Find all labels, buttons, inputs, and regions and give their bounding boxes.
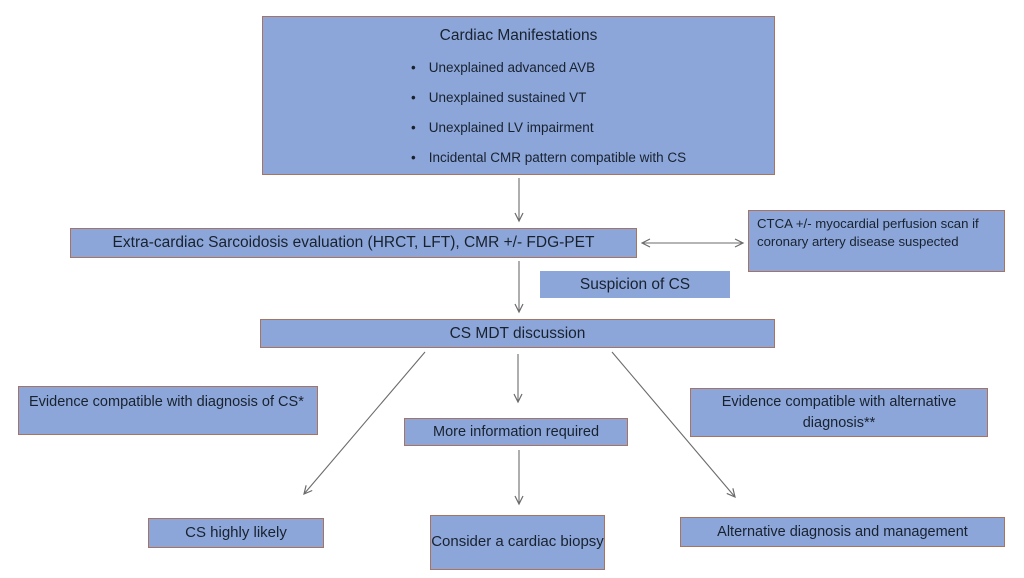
- bullet-icon: [411, 90, 416, 107]
- cardiac-manifestations-title: Cardiac Manifestations: [439, 27, 598, 44]
- list-item-label: Unexplained LV impairment: [428, 120, 594, 136]
- list-item: Unexplained advanced AVB: [411, 60, 774, 77]
- bullet-icon: [411, 150, 416, 167]
- node-evidence-alternative-diagnosis: Evidence compatible with alternative dia…: [690, 388, 988, 437]
- node-evidence-compatible-cs: Evidence compatible with diagnosis of CS…: [18, 386, 318, 435]
- node-extracardiac-evaluation: Extra-cardiac Sarcoidosis evaluation (HR…: [70, 228, 637, 258]
- list-item-label: Unexplained advanced AVB: [428, 60, 596, 76]
- list-item: Incidental CMR pattern compatible with C…: [411, 150, 774, 167]
- bullet-icon: [411, 60, 416, 77]
- arrow-mdt-to-cs-highly-likely: [303, 351, 426, 496]
- list-item-label: Unexplained sustained VT: [428, 90, 587, 106]
- node-cardiac-manifestations: Cardiac Manifestations Unexplained advan…: [262, 16, 775, 175]
- list-item: Unexplained sustained VT: [411, 90, 774, 107]
- node-alternative-diagnosis-management: Alternative diagnosis and management: [680, 517, 1005, 547]
- bullet-icon: [411, 120, 416, 137]
- cardiac-manifestations-list: Unexplained advanced AVB Unexplained sus…: [263, 60, 774, 167]
- list-item-label: Incidental CMR pattern compatible with C…: [428, 150, 687, 165]
- node-cs-highly-likely: CS highly likely: [148, 518, 324, 548]
- node-cs-mdt-discussion: CS MDT discussion: [260, 319, 775, 348]
- list-item: Unexplained LV impairment: [411, 120, 774, 137]
- node-more-information-required: More information required: [404, 418, 628, 446]
- node-suspicion-of-cs: Suspicion of CS: [540, 271, 730, 298]
- node-consider-cardiac-biopsy: Consider a cardiac biopsy: [430, 515, 605, 570]
- arrow-mdt-to-alt-management: [611, 351, 736, 499]
- node-ctca-perfusion: CTCA +/- myocardial perfusion scan if co…: [748, 210, 1005, 272]
